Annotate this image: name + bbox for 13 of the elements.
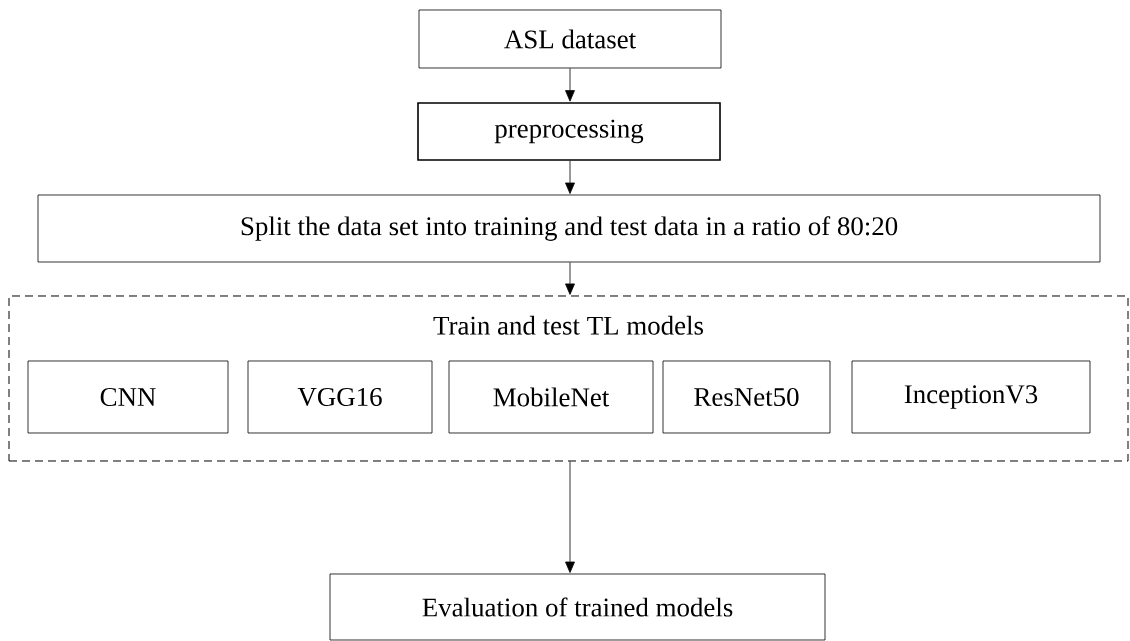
process-box: CNN [27,360,229,434]
process-box: VGG16 [247,360,433,434]
process-box: ASL dataset [418,9,722,69]
process-box: Evaluation of trained models [329,573,826,641]
process-box: Split the data set into training and test data in a ratio of 80:20 [37,194,1101,263]
process-box: preprocessing [417,102,721,161]
process-box: InceptionV3 [851,360,1091,434]
arrow [565,68,575,102]
process-box: ResNet50 [662,360,831,434]
process-box: MobileNet [448,360,654,434]
arrow [565,262,575,295]
arrow [565,160,575,194]
arrow [565,461,575,573]
